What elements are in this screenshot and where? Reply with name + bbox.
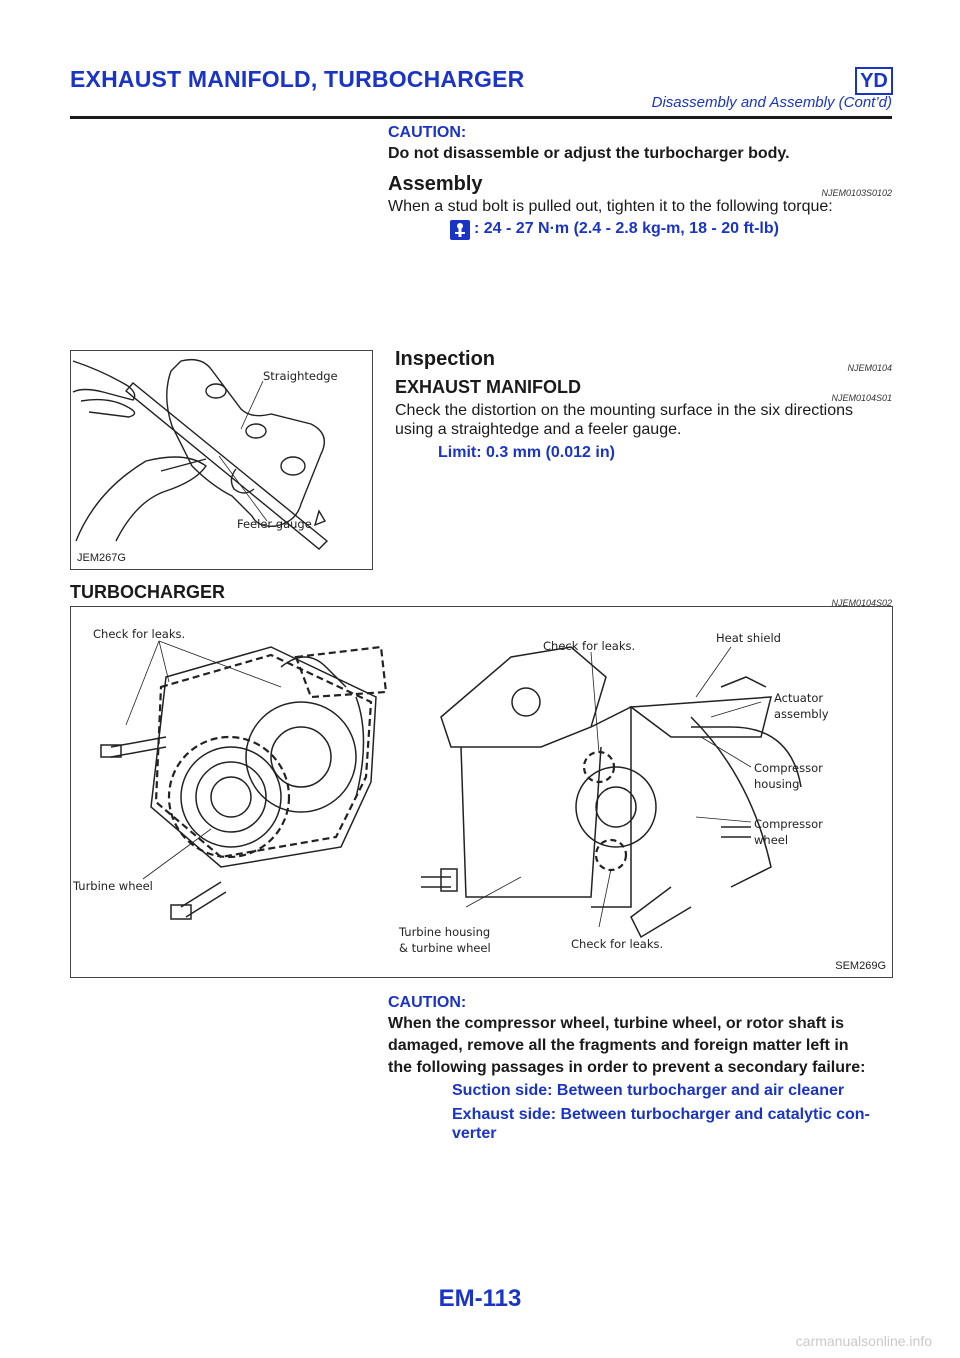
compressor-housing-label-line2: housing (754, 777, 800, 791)
page-number: EM-113 (438, 1285, 522, 1312)
engine-code-badge: YD (855, 67, 893, 95)
torque-wrench-icon (450, 220, 470, 240)
turbine-housing-label-line1: Turbine housing (399, 925, 491, 939)
check-leaks-label-bottom: Check for leaks. (571, 937, 664, 951)
inspection-text-line1: Check the distortion on the mounting sur… (395, 402, 854, 419)
caution-text-line3: the following passages in order to preve… (388, 1059, 866, 1076)
compressor-housing-label-line1: Compressor (754, 761, 823, 775)
turbine-wheel-label: Turbine wheel (73, 879, 153, 893)
check-leaks-label-top: Check for leaks. (543, 639, 636, 653)
figure-caption: SEM269G (835, 960, 886, 972)
exhaust-side-item-line1: Exhaust side: Between turbocharger and c… (452, 1106, 870, 1123)
actuator-label-line2: assembly (774, 707, 829, 721)
inspection-ref-code: NJEM0104 (847, 363, 892, 373)
exhaust-side-item-line2: verter (452, 1125, 497, 1142)
caution-text-line1: When the compressor wheel, turbine wheel… (388, 1015, 845, 1032)
compressor-wheel-label-line1: Compressor (754, 817, 823, 831)
check-leaks-label-left: Check for leaks. (93, 627, 186, 641)
feeler-gauge-label: Feeler gauge (237, 517, 312, 531)
assembly-text: When a stud bolt is pulled out, tighten … (388, 198, 833, 215)
caution-text: Do not disassemble or adjust the turboch… (388, 145, 790, 162)
caution-heading: CAUTION: (388, 124, 467, 141)
site-watermark: carmanualsonline.info (795, 1333, 932, 1349)
actuator-label-line1: Actuator (774, 691, 824, 705)
turbocharger-heading: TURBOCHARGER (70, 582, 225, 602)
inspection-text-line2: using a straightedge and a feeler gauge. (395, 421, 682, 438)
straightedge-label: Straightedge (263, 369, 338, 383)
caution-text-line2: damaged, remove all the fragments and fo… (388, 1037, 849, 1054)
figure-caption: JEM267G (77, 552, 126, 564)
page-subtitle: Disassembly and Assembly (Cont’d) (651, 94, 892, 111)
suction-side-item: Suction side: Between turbocharger and a… (452, 1082, 845, 1099)
exhaust-manifold-figure: Straightedge Feeler gauge JEM267G (70, 350, 373, 570)
page-section-title: EXHAUST MANIFOLD, TURBOCHARGER (70, 66, 525, 92)
inspection-heading: Inspection (395, 348, 496, 370)
exhaust-manifold-heading: EXHAUST MANIFOLD (395, 377, 581, 397)
turbocharger-figure: Check for leaks. Turbine wheel Check for… (70, 606, 893, 978)
heat-shield-label: Heat shield (716, 631, 781, 645)
compressor-wheel-label-line2: wheel (754, 833, 789, 847)
turbine-housing-label-line2: & turbine wheel (399, 941, 491, 955)
assembly-ref-code: NJEM0103S0102 (821, 188, 892, 198)
turbocharger-ref-code: NJEM0104S02 (831, 598, 892, 608)
header-divider (70, 116, 892, 119)
exhaust-manifold-ref-code: NJEM0104S01 (831, 393, 892, 403)
distortion-limit-spec: Limit: 0.3 mm (0.012 in) (438, 444, 615, 461)
caution-heading: CAUTION: (388, 994, 467, 1011)
assembly-heading: Assembly (388, 173, 483, 195)
exhaust-manifold-illustration (72, 358, 329, 550)
turbocharger-illustration (100, 640, 802, 939)
torque-spec: : 24 - 27 N·m (2.4 - 2.8 kg-m, 18 - 20 f… (474, 220, 779, 237)
